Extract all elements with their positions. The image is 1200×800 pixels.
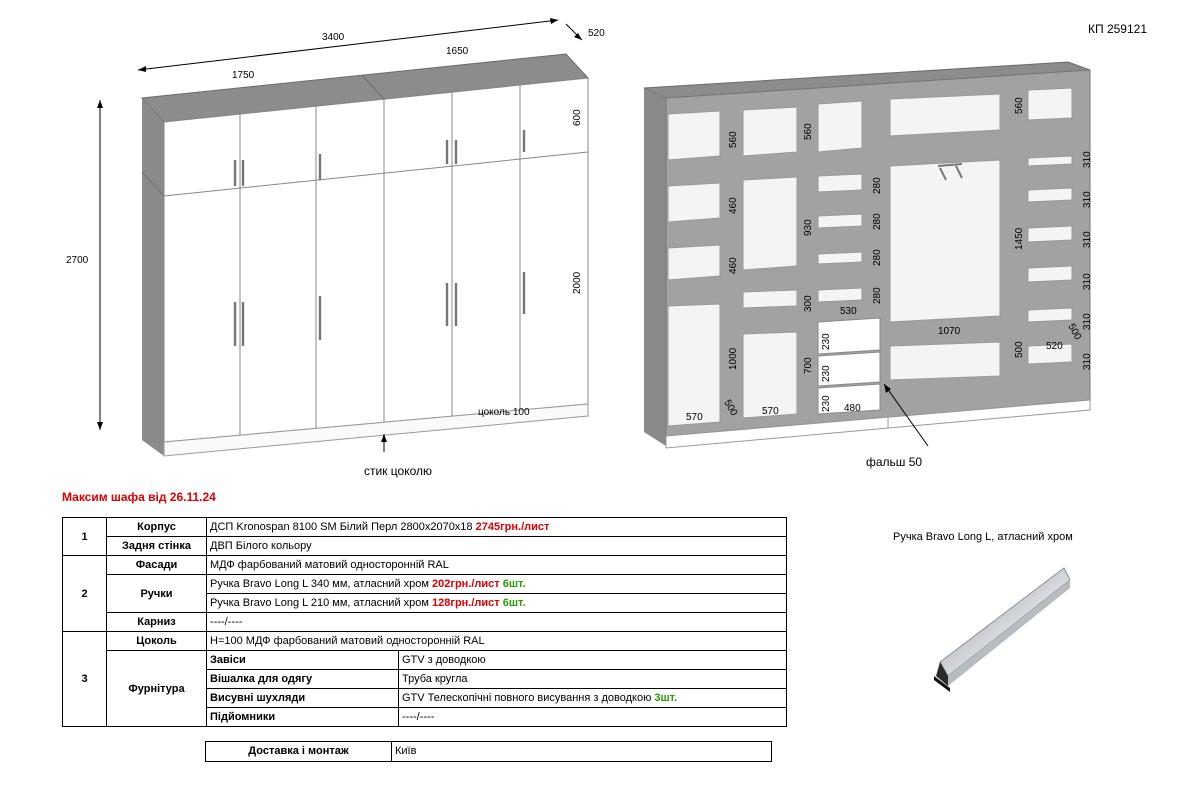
dim-left-width: 1750 <box>232 70 255 81</box>
delivery-table: Доставка і монтаж Київ <box>205 741 772 762</box>
korpus-price: 2745грн./лист <box>475 521 550 533</box>
table-row: Висувні шухляди GTV Телескопічні повного… <box>63 688 787 708</box>
wardrobe-interior-drawing: 560 560 560 460 460 930 300 1000 700 280… <box>643 61 1093 449</box>
wardrobe-exterior-drawing: 3400 1750 1650 520 2700 600 2000 <box>66 18 605 457</box>
cornice-value: ----/---- <box>206 612 787 632</box>
facades-label: Фасади <box>106 555 207 575</box>
handle-340-value: Ручка Bravo Long L 340 мм, атласний хром… <box>206 574 787 594</box>
spec-table: 1 Корпус ДСП Kronospan 8100 SM Білий Пер… <box>62 517 787 727</box>
facades-value: МДФ фарбований матовий односторонній RAL <box>206 555 787 575</box>
table-row: Фурнітура Завіси GTV з доводкою <box>63 650 787 727</box>
hardware-label: Фурнітура <box>106 650 207 727</box>
dim-460-a: 460 <box>728 197 739 214</box>
dim-total-height: 2700 <box>66 255 89 266</box>
hinges-value: GTV з доводкою <box>398 650 787 670</box>
delivery-label: Доставка і монтаж <box>205 741 392 762</box>
dim-500-b: 500 <box>1014 341 1025 358</box>
table-row: Карниз ----/---- <box>63 612 787 632</box>
dim-310-a: 310 <box>1082 151 1093 168</box>
table-row: Підйомники ----/---- <box>63 707 787 727</box>
wardrobe-side-face <box>142 98 164 456</box>
dim-depth: 520 <box>588 28 605 39</box>
dim-280-d: 280 <box>872 287 883 304</box>
dim-310-f: 310 <box>1082 353 1093 370</box>
table-row: Ручка Bravo Long L 210 мм, атласний хром… <box>63 593 787 613</box>
dim-1070: 1070 <box>938 326 961 337</box>
dim-560-b: 560 <box>803 123 814 140</box>
dim-930: 930 <box>803 219 814 236</box>
dim-top-height: 600 <box>572 109 583 126</box>
door-handles <box>233 130 526 346</box>
lifts-value: ----/---- <box>398 707 787 727</box>
handles-label: Ручки <box>106 574 207 613</box>
dim-530: 530 <box>840 306 857 317</box>
dim-280-c: 280 <box>872 249 883 266</box>
clothes-rail-label: Вішалка для одягу <box>206 669 399 689</box>
dim-280-a: 280 <box>872 177 883 194</box>
group-number: 3 <box>62 631 107 727</box>
handle-210-value: Ручка Bravo Long L 210 мм, атласний хром… <box>206 593 787 613</box>
lifts-label: Підйомники <box>206 707 399 727</box>
dim-560-c: 560 <box>1014 97 1025 114</box>
dim-700: 700 <box>803 357 814 374</box>
dim-310-b: 310 <box>1082 191 1093 208</box>
document-code: КП 259121 <box>1088 22 1147 36</box>
handle-image-caption: Ручка Bravo Long L, атласний хром <box>893 531 1073 543</box>
dim-570-a: 570 <box>686 412 703 423</box>
hinges-label: Завіси <box>206 650 399 670</box>
clothes-rail-value: Труба кругла <box>398 669 787 689</box>
korpus-value: ДСП Kronospan 8100 SM Білий Перл 2800х20… <box>206 517 787 537</box>
drawers-value: GTV Телескопічні повного висування з дов… <box>398 688 787 708</box>
dim-310-e: 310 <box>1082 313 1093 330</box>
table-row: Ручки Ручка Bravo Long L 340 мм, атласни… <box>63 574 787 613</box>
dim-520: 520 <box>1046 341 1063 352</box>
false-panel-label: фальш 50 <box>866 455 923 469</box>
drawers-label: Висувні шухляди <box>206 688 399 708</box>
back-panel-value: ДВП Білого кольору <box>206 536 787 556</box>
dim-total-width: 3400 <box>322 32 345 43</box>
table-row: Вішалка для одягу Труба кругла <box>63 669 787 689</box>
dim-230-a: 230 <box>821 333 832 350</box>
group-number: 2 <box>62 555 107 632</box>
dim-300: 300 <box>803 295 814 312</box>
handle-product-image <box>934 567 1071 692</box>
dim-560-a: 560 <box>728 131 739 148</box>
plinth-label: Цоколь <box>106 631 207 651</box>
dim-230-b: 230 <box>821 365 832 382</box>
plinth-value: Н=100 МДФ фарбований матовий односторонн… <box>206 631 787 651</box>
delivery-value: Київ <box>391 741 772 762</box>
drawer-fronts <box>817 317 881 415</box>
dim-1000: 1000 <box>728 347 739 370</box>
dim-main-height: 2000 <box>572 271 583 294</box>
dim-1450: 1450 <box>1014 227 1025 250</box>
dim-310-d: 310 <box>1082 273 1093 290</box>
table-row: 3 Цоколь Н=100 МДФ фарбований матовий од… <box>62 631 787 727</box>
dim-570-b: 570 <box>762 406 779 417</box>
plinth-joint-label: стик цоколю <box>364 464 432 478</box>
plinth-label: цоколь 100 <box>478 407 530 418</box>
back-panel-label: Задня стінка <box>106 536 207 556</box>
korpus-label: Корпус <box>106 517 207 537</box>
dim-230-c: 230 <box>821 395 832 412</box>
dim-310-c: 310 <box>1082 231 1093 248</box>
dim-right-width: 1650 <box>446 46 469 57</box>
table-row: Доставка і монтаж Київ <box>205 741 772 762</box>
dim-280-b: 280 <box>872 213 883 230</box>
cornice-label: Карниз <box>106 612 207 632</box>
table-row: 2 Фасади МДФ фарбований матовий одностор… <box>62 555 787 632</box>
table-row: Задня стінка ДВП Білого кольору <box>63 536 787 556</box>
table-row: 1 Корпус ДСП Kronospan 8100 SM Білий Пер… <box>62 517 787 556</box>
wardrobe-plinth <box>163 403 589 457</box>
order-title: Максим шафа від 26.11.24 <box>62 490 216 504</box>
dim-480: 480 <box>844 403 861 414</box>
group-number: 1 <box>62 517 107 556</box>
interior-cells <box>667 87 1073 427</box>
dim-460-b: 460 <box>728 257 739 274</box>
